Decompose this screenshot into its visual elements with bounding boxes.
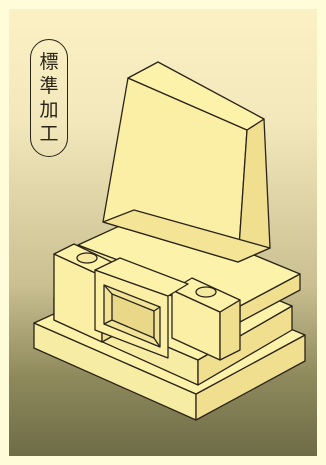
badge-char: 準 — [39, 75, 59, 97]
badge-char: 加 — [39, 99, 59, 121]
headstone-base-rim — [102, 209, 271, 263]
badge-char: 標 — [39, 51, 59, 73]
center-box-top — [94, 257, 189, 297]
badge-char: 工 — [39, 123, 59, 145]
right-post-hole — [195, 286, 217, 298]
headstone-top — [127, 61, 265, 131]
left-post-hole — [76, 252, 98, 264]
standard-processing-badge: 標 準 加 工 — [30, 39, 68, 157]
